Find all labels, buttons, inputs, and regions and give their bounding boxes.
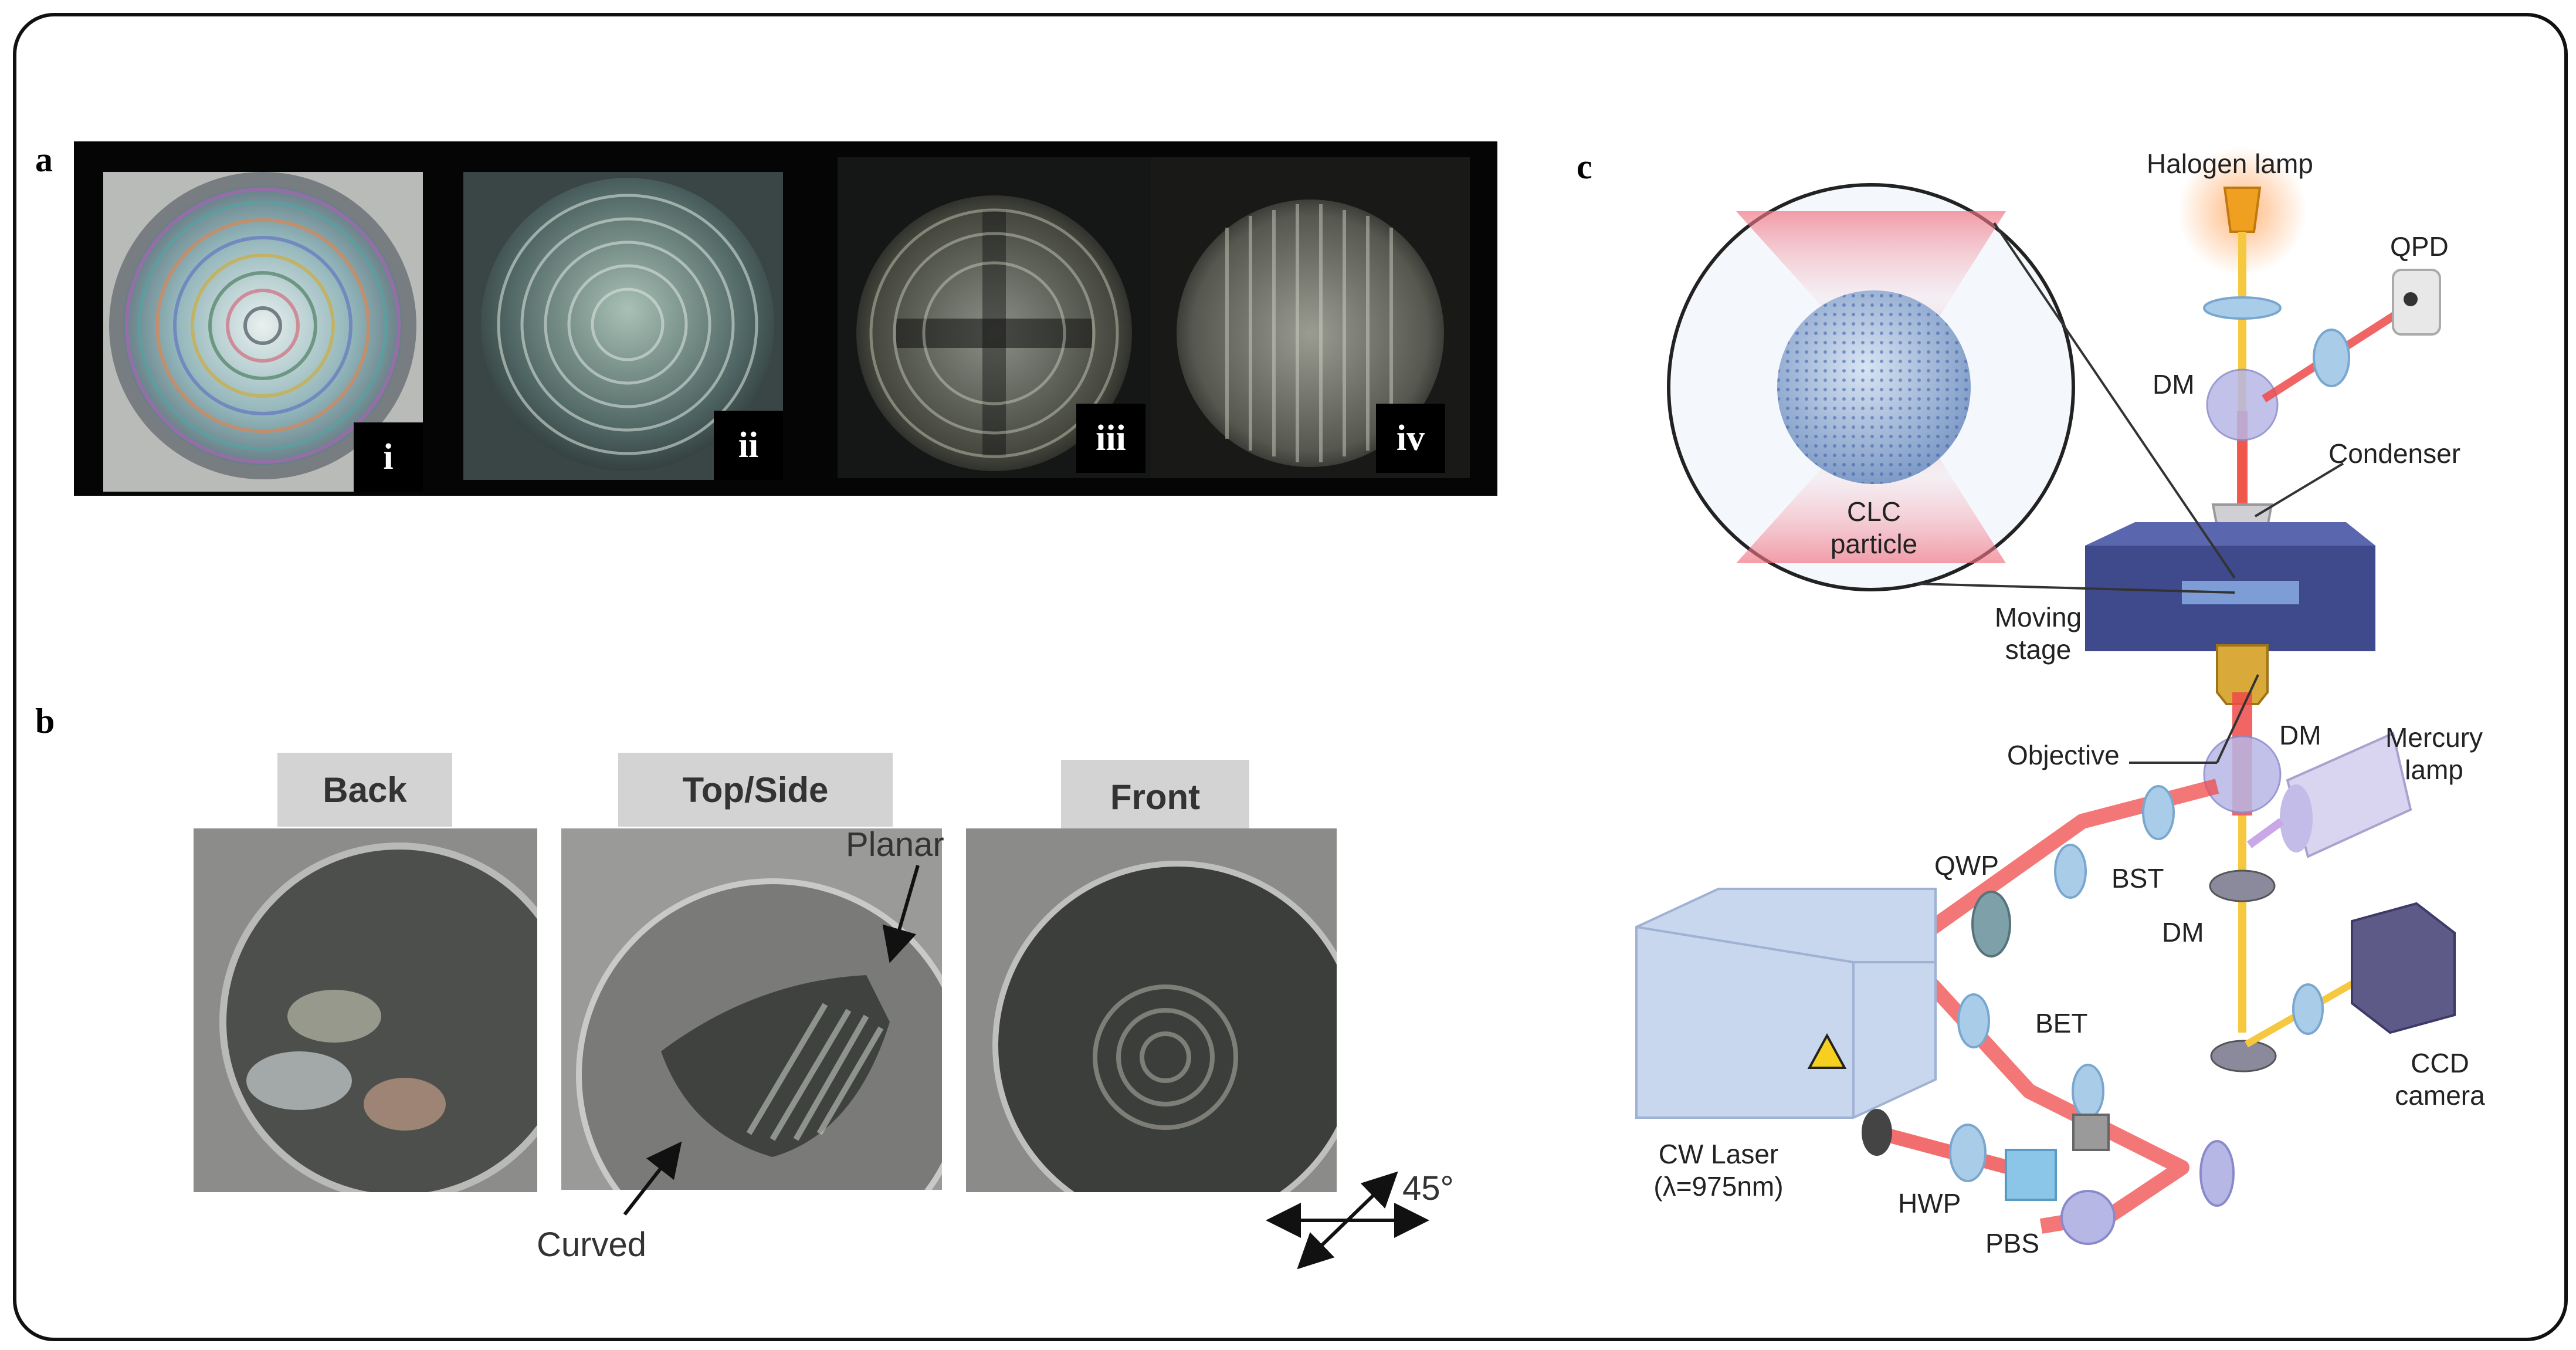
label-mercury-line2: lamp (2405, 754, 2463, 786)
concentric-rings-pattern (109, 172, 416, 479)
view-label-top-side: Top/Side (618, 753, 893, 827)
label-pbs: PBS (1985, 1228, 2040, 1258)
label-ccd-camera: CCD camera (2384, 1047, 2496, 1112)
view-label-front: Front (1061, 760, 1249, 834)
panel-a-image-strip: i ii (74, 141, 1497, 496)
photo-back-view (194, 828, 537, 1192)
dm-low-icon (2209, 869, 2276, 902)
label-dm-top: DM (2153, 369, 2195, 400)
qwp-icon (1971, 891, 2011, 957)
micrograph-ii: ii (463, 172, 783, 480)
mirror-right-icon (2199, 1140, 2235, 1207)
label-hwp: HWP (1898, 1188, 1961, 1219)
laser-warning-icon (1807, 1033, 1847, 1069)
label-dm-low: DM (2162, 917, 2204, 948)
label-moving-line1: Moving (1994, 602, 2082, 632)
label-ccd-line1: CCD (2411, 1048, 2469, 1078)
qpd-lens-icon (2313, 329, 2350, 387)
label-clc-line2: particle (1830, 529, 1918, 560)
label-mercury-lamp: Mercury lamp (2375, 722, 2493, 786)
photo-front-view (966, 828, 1337, 1192)
image-label-i: i (354, 422, 423, 492)
label-bet: BET (2035, 1008, 2088, 1038)
label-mercury-line1: Mercury (2385, 722, 2483, 753)
micrograph-iv: iv (1151, 157, 1470, 478)
pbs-icon (2005, 1149, 2057, 1201)
label-cw-line2: (λ=975nm) (1653, 1171, 1784, 1202)
photo-top-side-view (561, 828, 942, 1190)
panel-letter-b: b (35, 702, 55, 740)
micrograph-i: i (103, 172, 423, 492)
beam-dump-icon (2072, 1114, 2110, 1151)
image-label-iii: iii (1076, 404, 1145, 473)
ccd-camera-icon (2351, 902, 2456, 1034)
image-label-ii: ii (714, 411, 783, 480)
bet-lens-1 (1957, 993, 1990, 1048)
cross-pattern (856, 195, 1132, 471)
label-clc-particle: CLC particle (1824, 496, 1924, 560)
label-moving-stage: Moving stage (1988, 601, 2088, 666)
condenser-lens-icon (2203, 296, 2282, 320)
label-objective: Objective (2007, 740, 2120, 770)
laser-aperture-icon (1862, 1109, 1892, 1156)
label-condenser: Condenser (2328, 438, 2461, 469)
annotation-planar: Planar (846, 825, 944, 864)
objective-icon (2216, 644, 2269, 705)
annotation-curved: Curved (537, 1226, 646, 1264)
label-qpd: QPD (2390, 231, 2449, 262)
label-bst: BST (2111, 863, 2164, 894)
label-clc-line1: CLC (1846, 496, 1902, 527)
bst-lens-1 (2142, 785, 2175, 840)
mirror-bottom-icon (2060, 1190, 2116, 1245)
label-halogen-lamp: Halogen lamp (2147, 148, 2313, 179)
hwp-icon (1949, 1124, 1987, 1182)
micrograph-iii: iii (838, 157, 1151, 478)
label-ccd-line2: camera (2395, 1080, 2485, 1111)
dm-mid-icon (2203, 735, 2282, 814)
halogen-lamp-icon (2223, 187, 2262, 233)
panel-letter-a: a (35, 140, 53, 179)
label-cw-line1: CW Laser (1658, 1139, 1779, 1169)
label-qwp: QWP (1934, 850, 1999, 881)
label-moving-line2: stage (2005, 634, 2072, 665)
annotation-angle: 45° (1402, 1169, 1454, 1207)
bst-lens-2 (2054, 844, 2087, 899)
dm-top-icon (2206, 368, 2279, 441)
view-label-back: Back (277, 753, 452, 827)
panel-letter-c: c (1577, 147, 1592, 186)
bet-lens-2 (2072, 1064, 2104, 1119)
label-dm-mid: DM (2279, 720, 2321, 750)
image-label-iv: iv (1376, 404, 1445, 473)
striped-sphere-pattern (1177, 199, 1444, 467)
cw-laser-icon (1635, 888, 1937, 1119)
label-cw-laser: CW Laser (λ=975nm) (1642, 1138, 1795, 1203)
mirror-ccd-icon (2210, 1040, 2277, 1072)
